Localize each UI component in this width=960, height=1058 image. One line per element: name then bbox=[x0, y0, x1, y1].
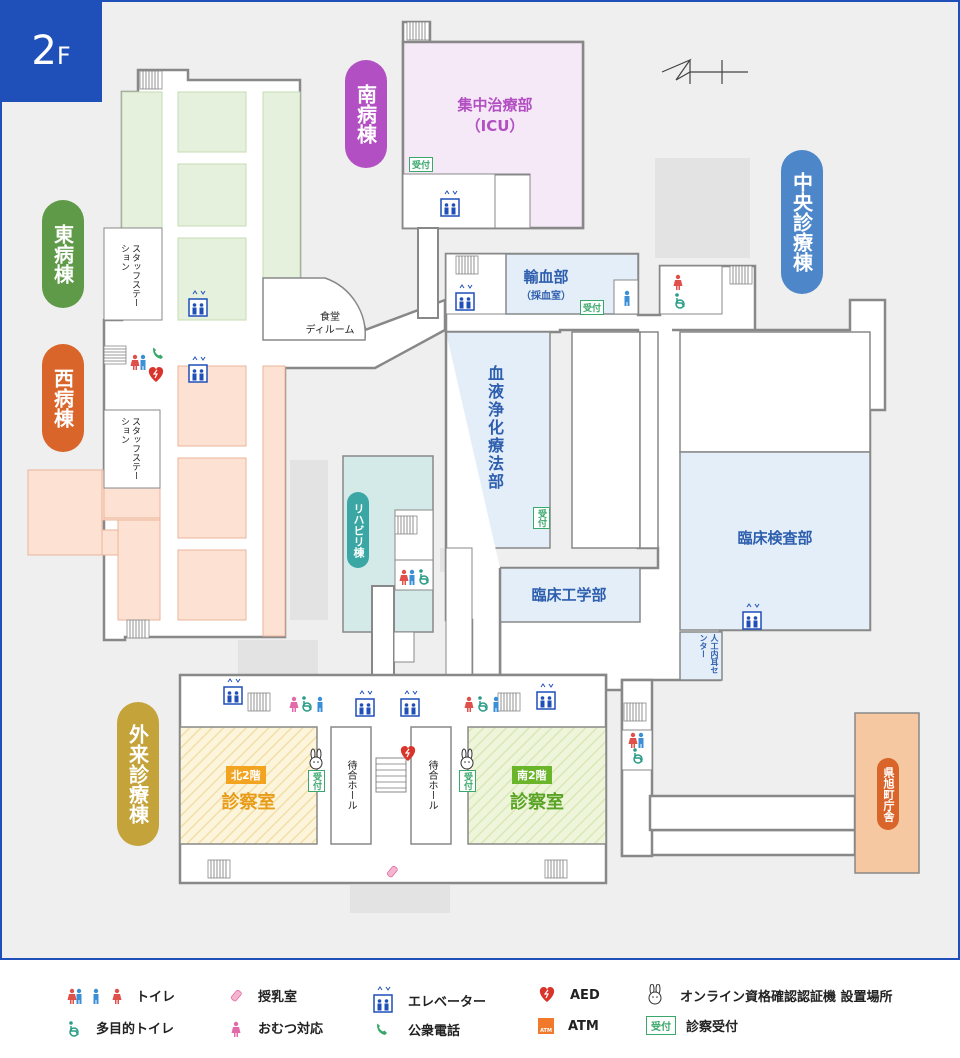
icu-sub: （ICU） bbox=[465, 117, 525, 135]
reception-dialysis: 受付 bbox=[533, 507, 550, 529]
legend-online-machine-text: オンライン資格確認認証機 設置場所 bbox=[680, 989, 893, 1005]
legend-multipurpose-text: 多目的トイレ bbox=[96, 1022, 175, 1037]
rabbit-icon bbox=[646, 984, 664, 1006]
wing-outpatient-label: 外来診療棟 bbox=[125, 724, 150, 824]
legend-diaper-text: おむつ対応 bbox=[258, 1022, 324, 1037]
dining-line-2: ディルーム bbox=[305, 325, 355, 336]
legend-multipurpose: 多目的トイレ bbox=[66, 1018, 174, 1037]
wing-central-pill: 中央診療棟 bbox=[781, 150, 823, 294]
wing-west-label: 西病棟 bbox=[50, 368, 75, 428]
wing-outpatient-pill: 外来診療棟 bbox=[117, 702, 159, 846]
rehab-text: リハビリ棟 bbox=[352, 502, 365, 558]
wing-west-pill: 西病棟 bbox=[42, 344, 84, 452]
dining-label: 食堂 ディルーム bbox=[290, 311, 370, 337]
legend-online-machine: オンライン資格確認認証機 設置場所 bbox=[646, 984, 893, 1006]
staff-station-1: スタッフステーション bbox=[119, 244, 140, 307]
north-arrow-icon bbox=[661, 58, 748, 84]
dining-line-1: 食堂 bbox=[320, 312, 340, 323]
rehab-label: リハビリ棟 bbox=[347, 492, 369, 568]
icu-label: 集中治療部 （ICU） bbox=[420, 95, 570, 137]
wing-east-pill: 東病棟 bbox=[42, 200, 84, 308]
reception-north: 受付 bbox=[308, 770, 325, 792]
clinical-eng-label: 臨床工学部 bbox=[531, 586, 607, 604]
elevator-icon bbox=[372, 986, 394, 1014]
transfusion-label: 輸血部 （採血室） bbox=[506, 266, 586, 302]
legend-phone-text: 公衆電話 bbox=[408, 1024, 461, 1039]
waiting-hall-2: 待合ホール bbox=[426, 760, 437, 810]
legend-toilet: トイレ bbox=[66, 986, 175, 1005]
legend-nursing-text: 授乳室 bbox=[258, 990, 298, 1005]
north-exam-label: 診察室 bbox=[221, 792, 276, 813]
south-exam-badge: 南2階 bbox=[512, 766, 552, 784]
waiting-hall-1: 待合ホール bbox=[345, 760, 356, 810]
map-legend: トイレ 多目的トイレ 授乳室 おむつ対応 エレベーター 公衆電話 AED ATM… bbox=[0, 962, 960, 1058]
diaper-icon bbox=[228, 1019, 244, 1037]
clinical-lab-label: 臨床検査部 bbox=[737, 529, 813, 547]
legend-elevator-text: エレベーター bbox=[408, 994, 487, 1010]
prefecture-office-label: 県旭町庁舎 bbox=[882, 766, 895, 822]
legend-nursing: 授乳室 bbox=[228, 986, 297, 1005]
baby-bottle-icon bbox=[228, 987, 244, 1005]
dialysis-label: 血液浄化療法部 bbox=[485, 365, 504, 491]
atm-icon: ATM bbox=[538, 1018, 554, 1034]
legend-exam-reception: 受付 診察受付 bbox=[646, 1016, 738, 1035]
wing-central-label: 中央診療棟 bbox=[789, 172, 814, 272]
legend-toilet-text: トイレ bbox=[136, 990, 176, 1005]
legend-atm-text: ATM bbox=[568, 1018, 599, 1034]
wing-east-label: 東病棟 bbox=[50, 224, 75, 284]
reception-transfusion: 受付 bbox=[580, 300, 605, 315]
legend-exam-reception-text: 診察受付 bbox=[686, 1020, 739, 1035]
icu-name: 集中治療部 bbox=[457, 96, 533, 114]
reception-south: 受付 bbox=[459, 770, 476, 792]
transfusion-sub: （採血室） bbox=[521, 291, 571, 302]
legend-diaper: おむつ対応 bbox=[228, 1018, 323, 1037]
ear-center-label: 人工内耳センター bbox=[699, 634, 719, 674]
legend-aed: AED bbox=[538, 986, 600, 1004]
legend-atm: ATM ATM bbox=[538, 1018, 599, 1034]
prefecture-office-pill: 県旭町庁舎 bbox=[877, 758, 899, 830]
aed-icon bbox=[538, 986, 556, 1004]
phone-icon bbox=[374, 1022, 390, 1038]
toilet-icon bbox=[66, 987, 126, 1005]
south-exam-label: 診察室 bbox=[510, 792, 564, 813]
legend-aed-text: AED bbox=[570, 987, 600, 1003]
reception-icu: 受付 bbox=[409, 157, 434, 172]
floor-suffix: F bbox=[56, 42, 71, 70]
atm-icon-text: ATM bbox=[540, 1028, 552, 1034]
floor-number: 2 bbox=[31, 28, 57, 74]
legend-phone: 公衆電話 bbox=[374, 1020, 460, 1039]
wheelchair-icon bbox=[66, 1019, 82, 1037]
wing-south-pill: 南病棟 bbox=[345, 60, 387, 168]
north-exam-badge: 北2階 bbox=[226, 766, 266, 784]
staff-station-2: スタッフステーション bbox=[119, 417, 140, 480]
wing-south-label: 南病棟 bbox=[353, 84, 378, 144]
legend-elevator: エレベーター bbox=[372, 986, 486, 1014]
transfusion-name: 輸血部 bbox=[523, 268, 569, 286]
reception-badge-icon: 受付 bbox=[646, 1016, 676, 1035]
